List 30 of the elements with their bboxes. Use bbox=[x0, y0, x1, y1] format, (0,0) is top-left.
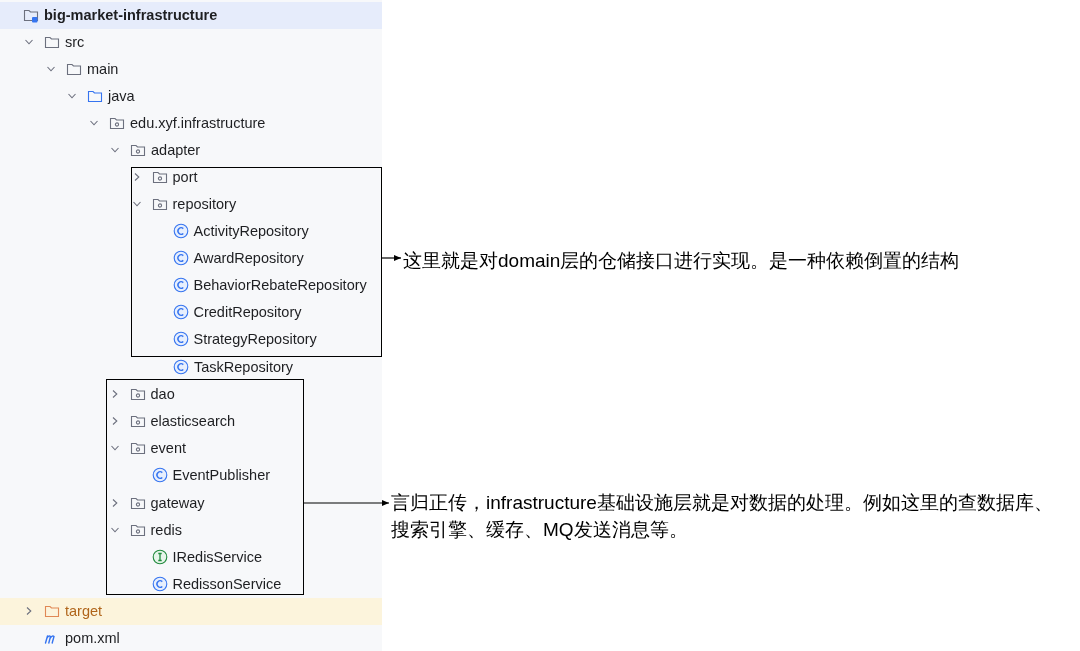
file-name: IRedisService bbox=[172, 546, 262, 567]
file-name: repository bbox=[172, 193, 237, 214]
file-name: RedissonService bbox=[172, 573, 282, 594]
file-name: ActivityRepository bbox=[193, 220, 309, 241]
file-name: port bbox=[172, 166, 198, 187]
highlight-frame bbox=[131, 167, 382, 357]
file-name: gateway bbox=[150, 492, 205, 513]
file-name: TaskRepository bbox=[194, 357, 294, 377]
annotation-text: 这里就是对domain层的仓储接口进行实现。是一种依赖倒置的结构 bbox=[403, 247, 1063, 274]
highlight-frame bbox=[106, 379, 304, 595]
file-name: adapter bbox=[151, 140, 201, 160]
file-name: java bbox=[108, 86, 135, 106]
file-name: AwardRepository bbox=[193, 247, 304, 268]
file-name: CreditRepository bbox=[193, 301, 302, 322]
arrow bbox=[303, 500, 390, 506]
arrow bbox=[381, 255, 402, 261]
file-name: StrategyRepository bbox=[193, 328, 317, 349]
file-name: big-market-infrastructure bbox=[44, 5, 218, 25]
file-name: pom.xml bbox=[65, 628, 120, 648]
file-name: main bbox=[87, 59, 119, 79]
file-name: src bbox=[65, 32, 85, 52]
annotation-text: 言归正传，infrastructure基础设施层就是对数据的处理。例如这里的查数据库、搜索引擎、缓存、MQ发送消息等。 bbox=[391, 489, 1066, 543]
file-name: edu.xyf.infrastructure bbox=[130, 113, 266, 133]
file-name: redis bbox=[150, 519, 182, 540]
file-name: EventPublisher bbox=[172, 464, 271, 485]
file-name: dao bbox=[150, 383, 175, 404]
file-name: event bbox=[150, 437, 186, 458]
file-name: BehaviorRebateRepository bbox=[193, 274, 367, 295]
file-name: elasticsearch bbox=[150, 410, 236, 431]
file-name: target bbox=[65, 601, 103, 621]
